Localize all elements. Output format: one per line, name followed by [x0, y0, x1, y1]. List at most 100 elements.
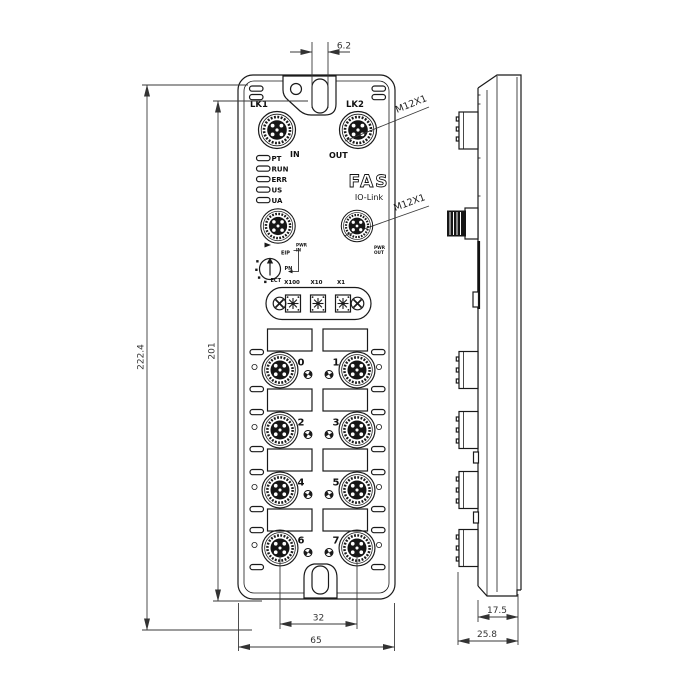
top-mounting-ear: [282, 75, 337, 116]
pwr-out-label2: OUT: [374, 250, 384, 255]
bottom-mounting-ear: [303, 563, 338, 599]
pwr-in-label: PWR: [296, 243, 308, 248]
mode-label-eip: EIP: [281, 251, 290, 257]
port-4: 4: [260, 470, 314, 510]
led-window: [371, 93, 387, 101]
m12-connector-port-0: [260, 350, 300, 390]
port-led-icon: [302, 368, 314, 381]
port-number-4: 4: [298, 478, 305, 489]
switch-label-x100: X100: [284, 280, 300, 286]
mode-label-ect: ECT: [271, 278, 282, 284]
port-led-icon: [323, 546, 335, 559]
bottom-mounting-slot: [311, 565, 330, 595]
port-led-icon: [323, 488, 335, 501]
dimension-value-body-depth: 17.5: [487, 606, 507, 616]
m12-connector-lk1-in: [257, 110, 297, 150]
dim-body-depth: 17.5: [477, 594, 519, 645]
dial-flag-icon: [264, 242, 271, 248]
label-out: OUT: [329, 151, 348, 160]
port-0: 0: [260, 350, 314, 390]
label-lk2: LK2: [346, 100, 364, 110]
top-mounting-slot: [311, 78, 329, 114]
leader-line: [344, 106, 430, 142]
port-led-icon: [302, 546, 314, 559]
port-2: 2: [260, 410, 314, 450]
port-1: 1: [323, 350, 377, 390]
label-in: IN: [290, 150, 300, 159]
m12-connector-pwr-in: [259, 207, 297, 245]
m12-connector-port-1: [337, 350, 377, 390]
led-window: [255, 186, 271, 193]
dimension-value-overall-width: 65: [310, 636, 321, 646]
port-number-6: 6: [298, 536, 305, 547]
side-connector-lk: [455, 111, 479, 150]
led-window: [248, 85, 264, 92]
port-led-icon: [323, 428, 335, 441]
port-6: 6: [260, 528, 314, 568]
port-number-5: 5: [333, 478, 340, 489]
led-label-us: US: [272, 187, 283, 195]
label-lk1: LK1: [250, 100, 268, 110]
mode-label-pn: PN: [285, 266, 293, 272]
led-window: [255, 196, 271, 204]
led-window: [255, 154, 271, 162]
port-5: 5: [323, 470, 377, 510]
side-connector-ports: [455, 350, 479, 568]
status-led-block: PT RUN ERR US UA: [255, 154, 289, 205]
m12-connector-port-5: [337, 470, 377, 510]
screw-icon: [350, 296, 365, 311]
mode-selector-dial: EIP PN ECT: [255, 242, 299, 284]
callout-m12x1-top: M12X1: [394, 93, 429, 116]
m12-connector-port-4: [260, 470, 300, 510]
dimension-value-slot-width: 6.2: [337, 42, 351, 52]
m12-connector-lk2-out: [338, 110, 378, 150]
m12-connector-port-2: [260, 410, 300, 450]
port-led-icon: [323, 368, 335, 381]
side-dial-bump: [472, 291, 480, 308]
port-led-icon: [302, 488, 314, 501]
callout-m12x1-mid: M12X1: [392, 192, 427, 214]
led-label-err: ERR: [272, 176, 288, 184]
pwr-out-label: PWR: [374, 245, 386, 250]
switch-label-x10: X10: [311, 280, 323, 286]
led-label-ua: UA: [272, 197, 283, 205]
port-3: 3: [323, 410, 377, 450]
dimension-value-overall-depth: 25.8: [477, 630, 497, 640]
led-window: [371, 85, 387, 92]
dim-port-spacing: 32: [279, 556, 358, 629]
led-window: [255, 165, 271, 172]
port-number-2: 2: [298, 418, 305, 429]
dim-overall-depth: 25.8: [457, 572, 519, 645]
port-label-plates: [266, 328, 369, 532]
dim-overall-width: 65: [238, 603, 395, 651]
port-number-3: 3: [333, 418, 340, 429]
port-number-0: 0: [298, 358, 305, 369]
dimension-value-mounting-spacing: 201: [208, 342, 218, 359]
mounting-screw-hole: [289, 82, 303, 96]
led-label-run: RUN: [272, 166, 289, 174]
dimension-value-overall-height: 222.4: [137, 344, 147, 370]
port-number-1: 1: [333, 358, 340, 369]
rotary-switch-x1-icon: [334, 294, 352, 313]
dim-slot-width: 6.2: [290, 42, 351, 108]
address-switch-panel: X100 X10 X1: [265, 280, 372, 321]
port-number-7: 7: [333, 536, 340, 547]
side-view: [447, 74, 522, 597]
housing-outline: [237, 74, 396, 600]
dim-mounting-spacing: 201: [208, 100, 308, 602]
rotary-switch-x100-icon: [284, 294, 302, 313]
dim-overall-height: 222.4: [137, 84, 252, 631]
m12-connector-pwr-out: [340, 209, 374, 243]
led-label-pt: PT: [272, 155, 282, 163]
io-link-label: IO-Link: [355, 193, 384, 202]
led-window: [248, 93, 264, 101]
led-window: [255, 175, 271, 183]
side-connector-pwr: [447, 207, 479, 240]
port-7: 7: [323, 528, 377, 568]
switch-label-x1: X1: [337, 280, 345, 286]
dial-arrow-icon: [266, 257, 274, 264]
screw-icon: [272, 296, 287, 311]
m12-connector-port-3: [337, 410, 377, 450]
